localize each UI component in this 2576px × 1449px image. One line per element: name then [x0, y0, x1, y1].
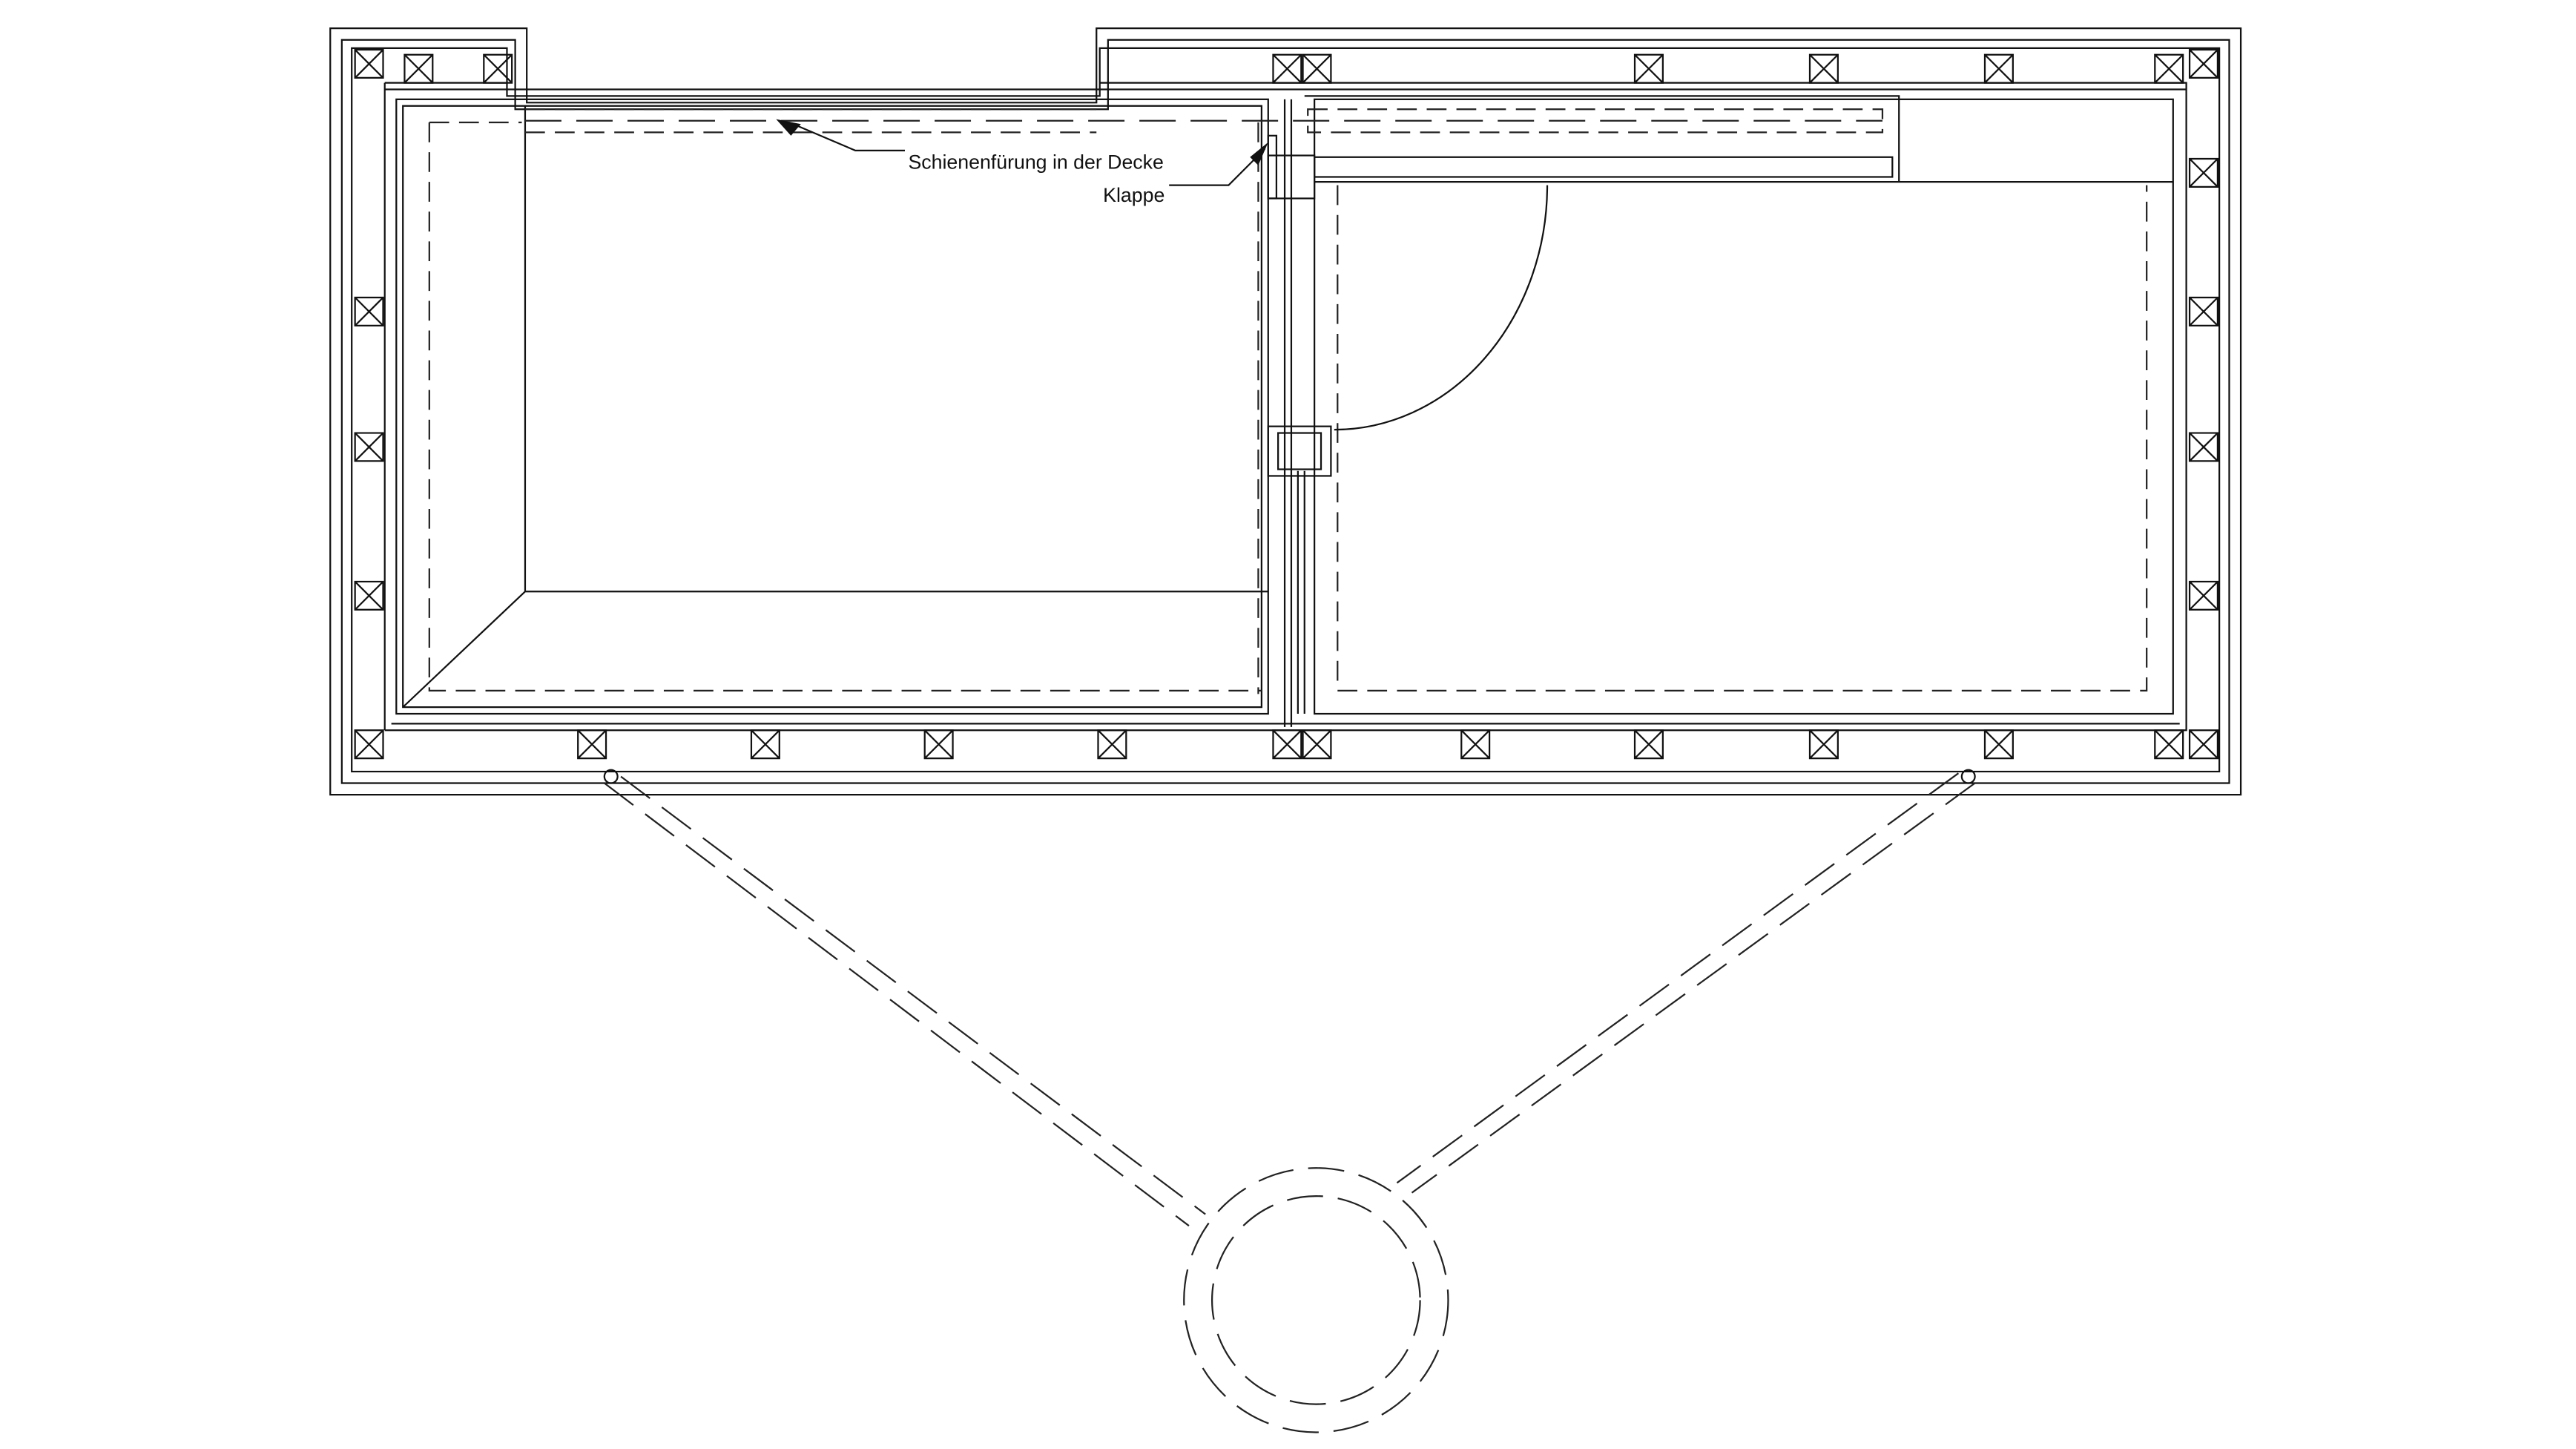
timber-block [2154, 53, 2184, 84]
timber-block [2188, 729, 2219, 760]
timber-block [1808, 729, 1839, 760]
timber-block [354, 580, 384, 611]
timber-block [2188, 580, 2219, 611]
interior-walls [395, 95, 2174, 727]
timber-block [577, 729, 607, 760]
timber-block [354, 296, 384, 326]
timber-block [750, 729, 780, 760]
dashed-outlines [428, 108, 2148, 694]
timber-block [2188, 296, 2219, 326]
timber-block [354, 729, 384, 760]
timber-block [1302, 53, 1332, 84]
timber-block [1272, 729, 1302, 760]
timber-block [1460, 729, 1491, 760]
timber-block [2188, 48, 2219, 79]
door-swing-arc [1334, 185, 1549, 431]
rail-label: Schienenfürung in der Decke [908, 151, 1163, 173]
flap-label: Klappe [1103, 184, 1165, 206]
timber-block [1302, 729, 1332, 760]
timber-block [1633, 729, 1664, 760]
timber-block [483, 53, 513, 84]
external-dashed-track [603, 769, 1976, 1433]
timber-block [403, 53, 434, 84]
timber-block [2188, 432, 2219, 462]
timber-block [1272, 53, 1302, 84]
timber-block [2188, 157, 2219, 188]
timber-blocks [354, 48, 2219, 760]
timber-block [1097, 729, 1127, 760]
timber-block [1983, 53, 2014, 84]
rail-leader [776, 119, 1268, 186]
timber-block [1983, 729, 2014, 760]
timber-block [354, 48, 384, 79]
timber-block [354, 432, 384, 462]
timber-block [2154, 729, 2184, 760]
timber-block [923, 729, 954, 760]
timber-block [1808, 53, 1839, 84]
timber-block [1633, 53, 1664, 84]
